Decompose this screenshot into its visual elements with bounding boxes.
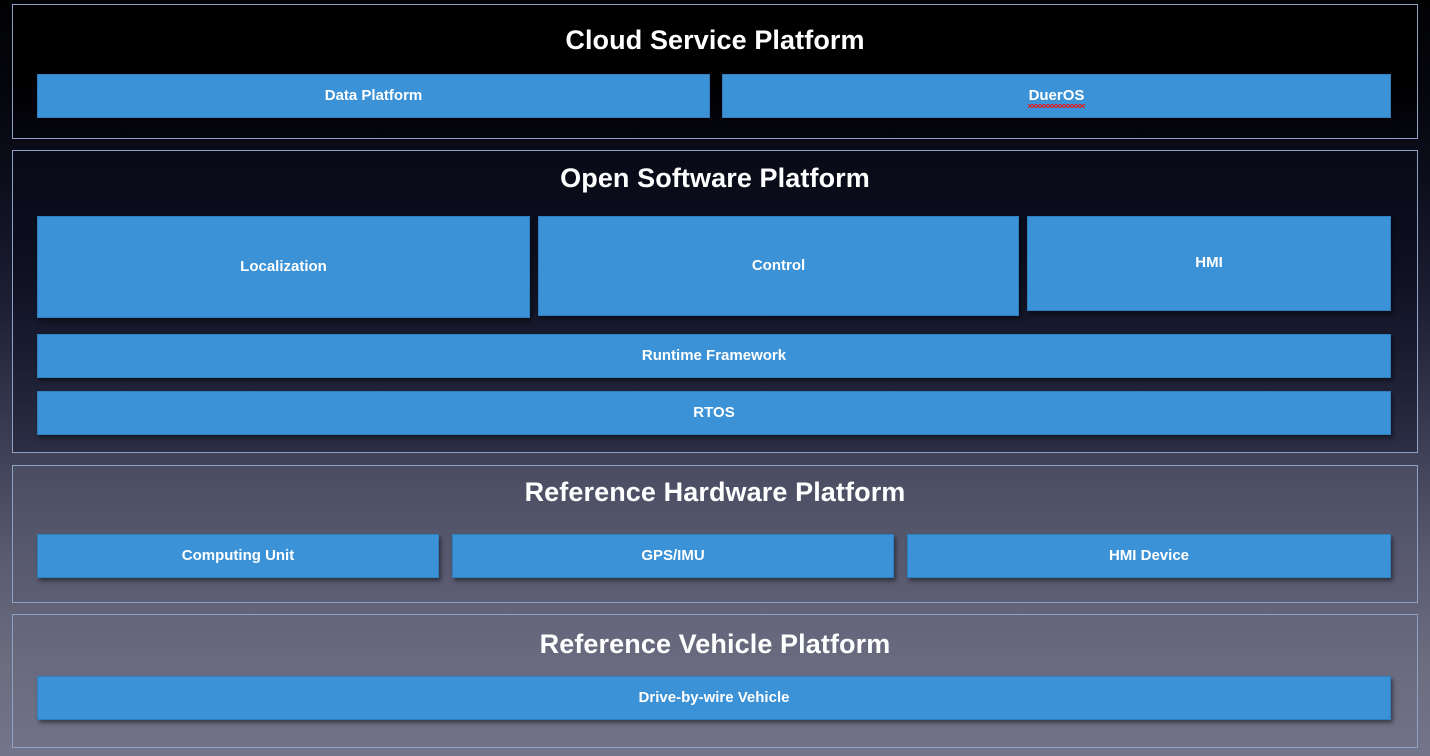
box-label-hmi: HMI (1195, 254, 1223, 272)
box-runtime-framework[interactable]: Runtime Framework (37, 334, 1391, 378)
layer-title-cloud: Cloud Service Platform (565, 25, 865, 55)
box-label-drive-by-wire-vehicle: Drive-by-wire Vehicle (638, 688, 790, 706)
box-label-hmi-device: HMI Device (1108, 546, 1190, 564)
box-data-platform[interactable]: Data Platform (37, 74, 710, 118)
layer-reference-vehicle-platform: Reference Vehicle Platform Drive-by-wire… (12, 614, 1418, 748)
box-label-control: Control (751, 256, 806, 274)
box-hmi-device[interactable]: HMI Device (907, 534, 1391, 578)
box-localization[interactable]: Localization (37, 216, 530, 318)
box-label-data-platform: Data Platform (324, 86, 423, 104)
box-label-gps-imu: GPS/IMU (641, 546, 705, 564)
layer-cloud-service-platform: Cloud Service Platform Data Platform Due… (12, 4, 1418, 139)
box-hmi[interactable]: HMI (1027, 216, 1391, 311)
box-label-dueros: DuerOS (1027, 86, 1086, 108)
box-label-localization: Localization (240, 257, 327, 275)
layer-open-software-platform: Open Software Platform Localization Cont… (12, 150, 1418, 453)
box-gps-imu[interactable]: GPS/IMU (452, 534, 894, 578)
box-drive-by-wire-vehicle[interactable]: Drive-by-wire Vehicle (37, 676, 1391, 720)
layer-title-vehicle: Reference Vehicle Platform (539, 629, 891, 659)
layer-title-software: Open Software Platform (560, 163, 870, 193)
box-label-computing-unit: Computing Unit (181, 546, 295, 564)
layer-title-hardware: Reference Hardware Platform (524, 477, 906, 507)
box-label-runtime-framework: Runtime Framework (641, 346, 787, 364)
box-computing-unit[interactable]: Computing Unit (37, 534, 439, 578)
box-label-rtos: RTOS (693, 403, 735, 421)
box-rtos[interactable]: RTOS (37, 391, 1391, 435)
box-dueros[interactable]: DuerOS (722, 74, 1391, 118)
layer-reference-hardware-platform: Reference Hardware Platform Computing Un… (12, 465, 1418, 603)
box-control[interactable]: Control (538, 216, 1019, 316)
